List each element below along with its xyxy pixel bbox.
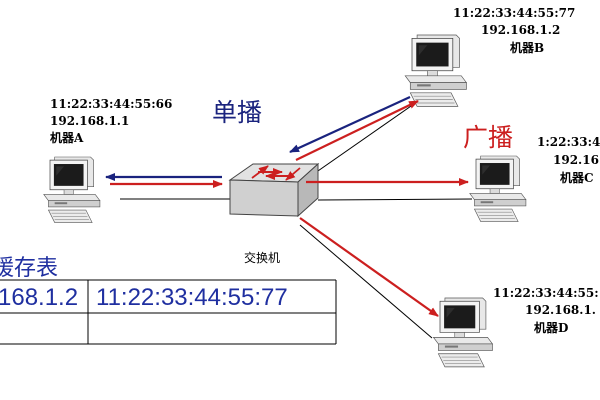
link-switch-d xyxy=(299,224,433,339)
machine-d-name: 机器D xyxy=(534,320,568,335)
link-switch-c xyxy=(317,198,473,201)
machine-a-mac: 11:22:33:44:55:66 xyxy=(50,97,172,111)
machine-d-ip: 192.168.1. xyxy=(525,303,596,317)
machine-c: 1:22:33:4 192.16 机器C xyxy=(469,135,600,222)
cache-table: 缓存表 168.1.2 11:22:33:44:55:77 xyxy=(0,256,337,345)
machine-d-mac: 11:22:33:44:55: xyxy=(493,286,599,300)
unicast-arrow-b-to-switch xyxy=(289,96,411,153)
desktop-computer-icon xyxy=(433,297,493,368)
cache-row-1-ip: 168.1.2 xyxy=(0,284,78,311)
arrow-switch-to-b xyxy=(295,100,419,161)
machine-a-name: 机器A xyxy=(50,130,84,145)
cache-table-title: 缓存表 xyxy=(0,256,58,281)
unicast-label: 单播 xyxy=(212,98,262,127)
machine-a: 11:22:33:44:55:66 192.168.1.1 机器A xyxy=(43,97,172,223)
link-switch-b xyxy=(304,96,425,181)
desktop-computer-icon xyxy=(469,155,527,222)
machine-b-mac: 11:22:33:44:55:77 xyxy=(453,6,575,20)
machine-c-ip: 192.16 xyxy=(553,153,599,167)
cache-row-1-mac: 11:22:33:44:55:77 xyxy=(96,284,288,311)
network-switch-icon xyxy=(228,162,320,218)
machine-b-ip: 192.168.1.2 xyxy=(481,23,560,37)
machine-d: 11:22:33:44:55: 192.168.1. 机器D xyxy=(433,286,599,368)
switch-label: 交换机 xyxy=(244,250,280,265)
broadcast-label: 广播 xyxy=(463,123,513,152)
machine-b: 11:22:33:44:55:77 192.168.1.2 机器B xyxy=(404,6,575,107)
machine-b-name: 机器B xyxy=(510,40,544,55)
machine-a-ip: 192.168.1.1 xyxy=(50,114,129,128)
machine-c-name: 机器C xyxy=(560,170,594,185)
broadcast-arrow-to-d xyxy=(299,217,439,317)
desktop-computer-icon xyxy=(404,34,467,107)
machine-c-mac: 1:22:33:4 xyxy=(537,135,600,149)
network-switch: 交换机 xyxy=(228,162,320,265)
desktop-computer-icon xyxy=(43,156,101,223)
